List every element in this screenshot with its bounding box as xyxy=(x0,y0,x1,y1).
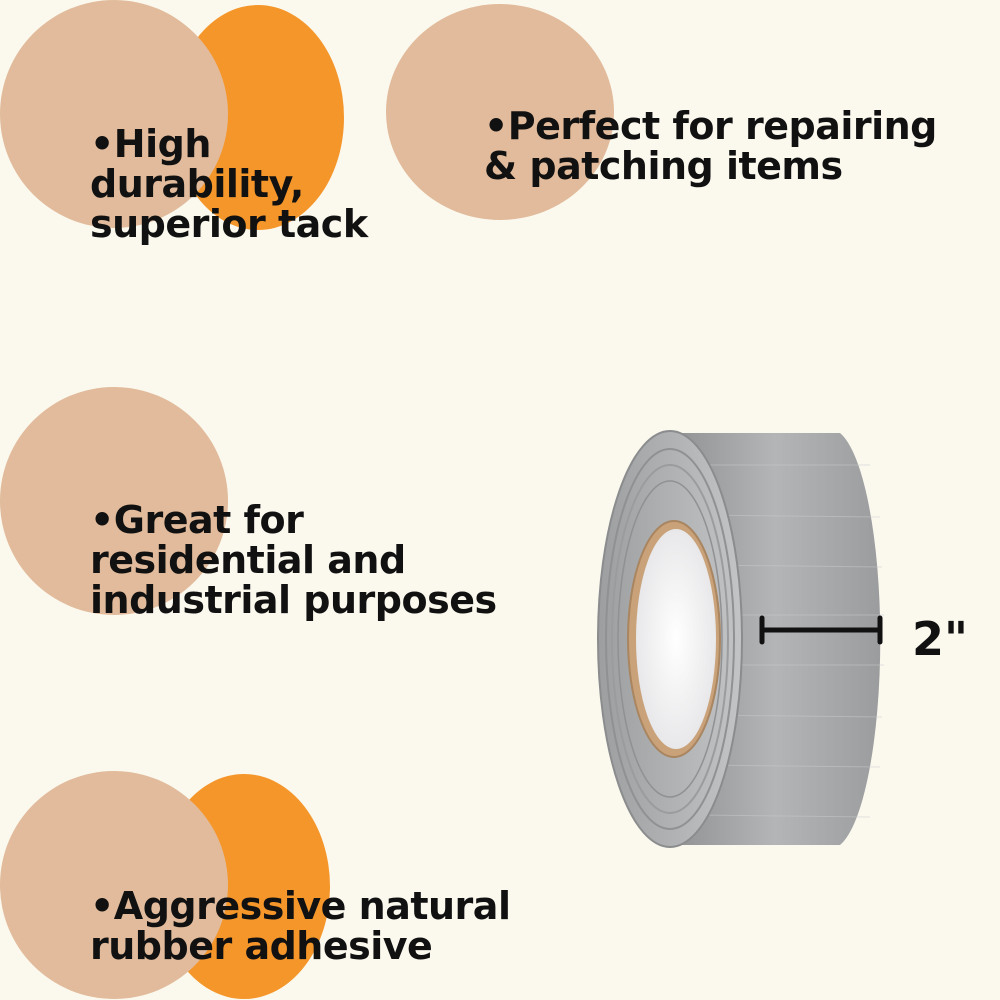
tape-width-label: 2" xyxy=(912,612,968,666)
duct-tape-roll-image xyxy=(597,430,884,848)
decor-circle-tan-1 xyxy=(0,0,228,228)
width-dimension-line xyxy=(759,615,883,645)
feature-residential-text: •Great for residential and industrial pu… xyxy=(90,498,497,622)
feature-repairing-text: •Perfect for repairing & patching items xyxy=(484,104,937,188)
feature-adhesive-text: •Aggressive natural rubber adhesive xyxy=(90,884,511,968)
tape-core-center xyxy=(636,529,716,749)
decor-circle-tan-4 xyxy=(0,771,228,999)
decor-circle-tan-2 xyxy=(386,4,614,220)
decor-circle-tan-3 xyxy=(0,387,228,615)
feature-durability-text: •High durability, superior tack xyxy=(90,122,368,246)
